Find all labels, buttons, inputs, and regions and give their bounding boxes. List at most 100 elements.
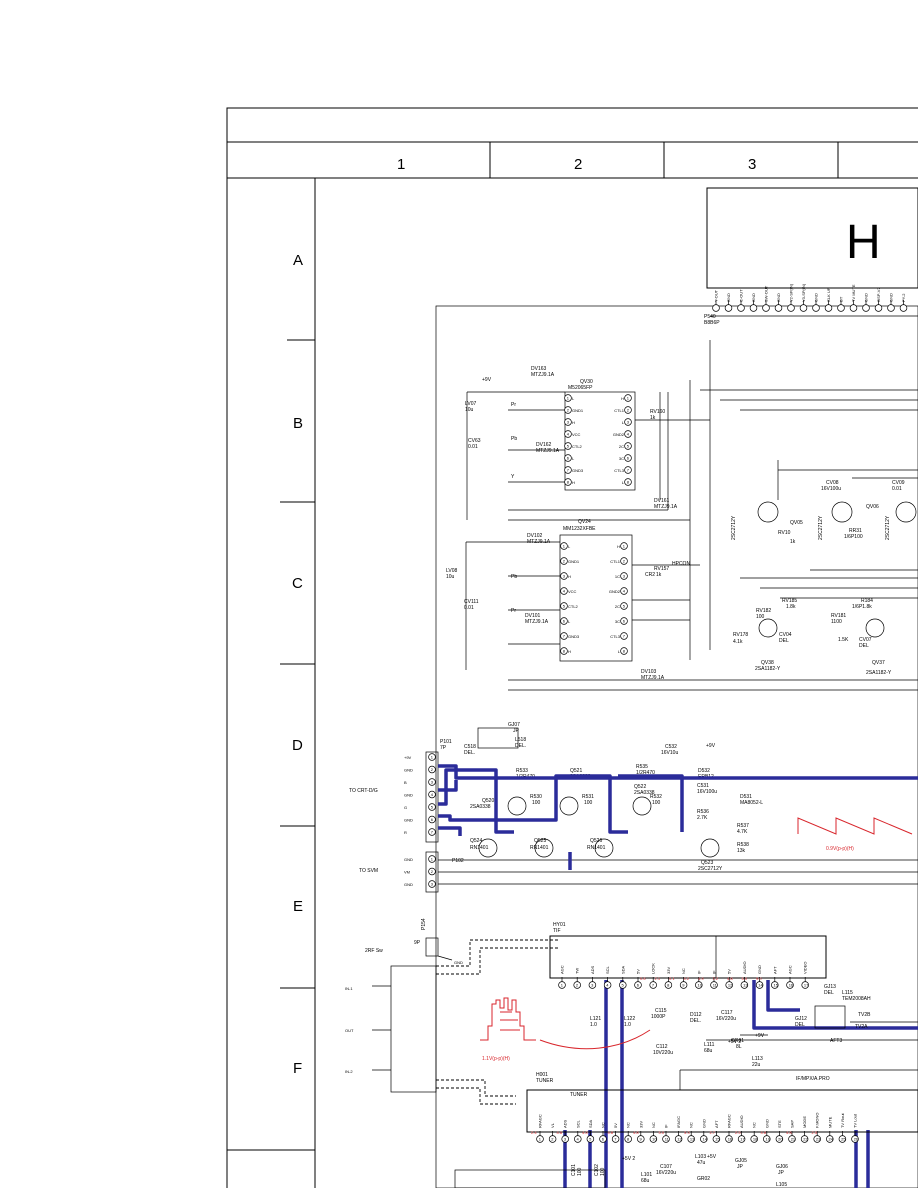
h001-voltage: 4.8	[557, 1130, 563, 1135]
q520-value: 2SA0338	[470, 804, 491, 810]
row-label-b: B	[293, 415, 303, 432]
hy01-pin-label: LOCK	[651, 963, 656, 974]
dv161-value: MTZJ9.1A	[654, 504, 678, 510]
cv08-ref: CV08	[826, 480, 839, 486]
p102-ref: P102	[452, 858, 464, 864]
p101-pin-number: 4	[431, 792, 434, 797]
row-label-f: F	[293, 1060, 302, 1077]
p540-pin-label: V3-SP(IN)	[801, 283, 806, 302]
qv24-left-pin	[560, 647, 568, 655]
h001-pin-label: RFAGC	[538, 1114, 543, 1128]
hy01-pin-number: 5	[622, 983, 625, 988]
rv160-value: 1k	[650, 415, 656, 421]
qv24-right-pin-number: 2	[623, 559, 626, 564]
h001-pin-number: 13	[690, 1137, 695, 1142]
gj05-value: JP	[737, 1164, 744, 1170]
waveform-2: 1.1V(p-p)(H)	[480, 997, 651, 1062]
qv24-right-pin-number: 5	[623, 604, 626, 609]
h001-pin-number: 18	[753, 1137, 758, 1142]
hy01-pin-label: TW	[575, 968, 580, 974]
h001-pin-label: MUTE	[827, 1116, 832, 1128]
l103-value: 47u	[697, 1160, 706, 1166]
grid-labels: 1 2 3 A B C D E F	[292, 156, 756, 1077]
p101-pin-number: 2	[431, 767, 434, 772]
title-block: H Y	[706, 187, 918, 289]
l113-ref: L113	[752, 1056, 763, 1062]
q524-value: RN1401	[470, 845, 489, 851]
p101-type: 7P	[440, 745, 447, 751]
c107-ref: C107	[660, 1164, 672, 1170]
h001-pin-number: 15	[715, 1137, 720, 1142]
p540-pin	[812, 304, 820, 312]
h001-bus: IF/MPX/A.PRO	[796, 1076, 830, 1082]
qv24-part: MM1232XFBE	[563, 526, 596, 532]
rv181-value: 1100	[831, 619, 842, 625]
h001-voltage: 2.5	[735, 1130, 741, 1135]
p101-pin-label: R	[404, 830, 407, 835]
h001-pin-number: 14	[703, 1137, 708, 1142]
qv30-right-pin-number: 4	[627, 432, 630, 437]
hy01-pin-number: 12	[728, 983, 733, 988]
hy01-pin-label: AUDIO	[742, 961, 747, 974]
p101-pin-label: GND	[404, 817, 413, 822]
row-label-c: C	[292, 575, 303, 592]
qv30-left-pin-label: CTL2	[572, 444, 583, 449]
qv24-left-pin	[560, 632, 568, 640]
p102-pin-label: GND	[404, 882, 413, 887]
p102-pin-number: 1	[431, 857, 434, 862]
p540-pin	[724, 304, 733, 312]
l121-value: 1.0	[590, 1022, 597, 1028]
c531-ref: C531	[697, 783, 709, 789]
title-block-heading: H Y	[846, 216, 918, 269]
gr01-ref: GR01	[731, 1038, 744, 1044]
h001-voltage: 4.8	[582, 1130, 588, 1135]
rv185-ref: RV185	[782, 598, 797, 604]
qv30-left-pin-label: H	[572, 420, 575, 425]
rf-port-in2: IN-2	[345, 1069, 353, 1074]
qv30-right-pin	[624, 394, 632, 402]
h001-ref: H001	[536, 1072, 548, 1078]
hy01-voltage: 0.6	[640, 976, 646, 981]
hy01-voltage: 0.1	[669, 976, 675, 981]
qv30-right-pin	[624, 406, 632, 414]
qv30-left-pin-number: 3	[567, 420, 570, 425]
qv30-right-pin-label: CTL3	[614, 468, 625, 473]
qv24-left-pin-label: VCC	[568, 589, 577, 594]
l101-value: 68u	[641, 1178, 650, 1184]
upper-left-parts: DV163 MTZJ9.1A DV162 MTZJ9.1A DV161 MTZJ…	[446, 366, 690, 681]
h001-pin-label: IF	[664, 1124, 669, 1128]
qv30-left-pin-number: 6	[567, 456, 570, 461]
r531-value: 100	[584, 800, 593, 806]
qv06-ref: QV06	[866, 504, 879, 510]
h001-pin-number: 12	[677, 1137, 682, 1142]
r184-ref: R184	[861, 598, 873, 604]
p101-pin	[428, 790, 436, 799]
p101-pin-number: 7	[431, 830, 434, 835]
p540-ref: P540	[704, 314, 716, 320]
l518-ref: L518	[515, 737, 526, 743]
hy01-pin-number: 1	[561, 983, 564, 988]
d112-ref: D112	[690, 1012, 702, 1018]
r531-ref: R531	[582, 794, 594, 800]
hy01-pin-label: NC	[681, 968, 686, 974]
qv24-left-pin	[560, 572, 568, 580]
qv24-right-pin-label: 2C	[615, 604, 620, 609]
qv30-left-pin	[564, 442, 572, 450]
qv24-left-pin-number: 6	[563, 619, 566, 624]
h001-pin-number: 6	[602, 1137, 605, 1142]
net-plus9v-label: +9V	[482, 377, 492, 383]
qv30-right-pin	[624, 466, 632, 474]
l113-value: 22u	[752, 1062, 761, 1068]
column-label-2: 2	[574, 156, 582, 173]
qv30-right-pin-number: 6	[627, 456, 630, 461]
p540-pin-label: GND	[814, 293, 819, 302]
p101-pin-number: 3	[431, 780, 434, 785]
p540-pin	[849, 304, 858, 312]
p101-pin-label: GND	[404, 767, 413, 772]
qv37-ref: QV37	[872, 660, 885, 666]
hy01-pin-number: 6	[637, 983, 640, 988]
qv24-right-pin-label: H	[617, 544, 620, 549]
qv30-right-pin	[624, 478, 632, 486]
dv101-ref: DV101	[525, 613, 541, 619]
